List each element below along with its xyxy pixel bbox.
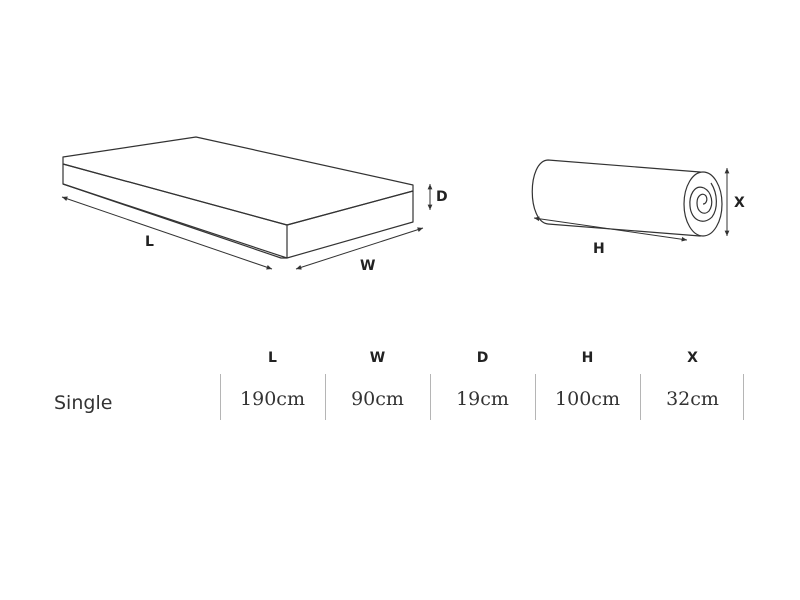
column-header-depth: D: [476, 350, 489, 366]
column-divider: [325, 374, 326, 420]
diameter-label: X: [734, 195, 745, 211]
column-divider: [220, 374, 221, 420]
roll-dimension-arrows: [533, 168, 730, 242]
width-label: W: [360, 258, 375, 274]
cell-length-value: 190cm: [240, 388, 305, 410]
column-header-width: W: [369, 350, 386, 366]
depth-label: D: [436, 189, 448, 205]
mattress-illustration: [62, 136, 414, 259]
rolled-mattress-illustration: [531, 159, 723, 237]
column-header-length: L: [268, 350, 277, 366]
column-divider: [640, 374, 641, 420]
cell-height-value: 100cm: [555, 388, 620, 410]
width-arrow: [295, 227, 424, 270]
column-divider: [743, 374, 744, 420]
cell-diameter-value: 32cm: [666, 388, 719, 410]
mattress-dimension-arrows: [61, 184, 433, 270]
length-label: L: [145, 234, 154, 250]
cell-depth-value: 19cm: [456, 388, 509, 410]
row-label-single: Single: [54, 392, 113, 414]
column-header-height: H: [581, 350, 594, 366]
cell-width-value: 90cm: [351, 388, 404, 410]
height-arrow: [533, 216, 688, 242]
length-arrow: [61, 196, 273, 270]
roll-spiral: [689, 182, 717, 222]
column-header-diameter: X: [687, 350, 698, 366]
column-divider: [430, 374, 431, 420]
column-divider: [535, 374, 536, 420]
height-label: H: [593, 241, 605, 257]
